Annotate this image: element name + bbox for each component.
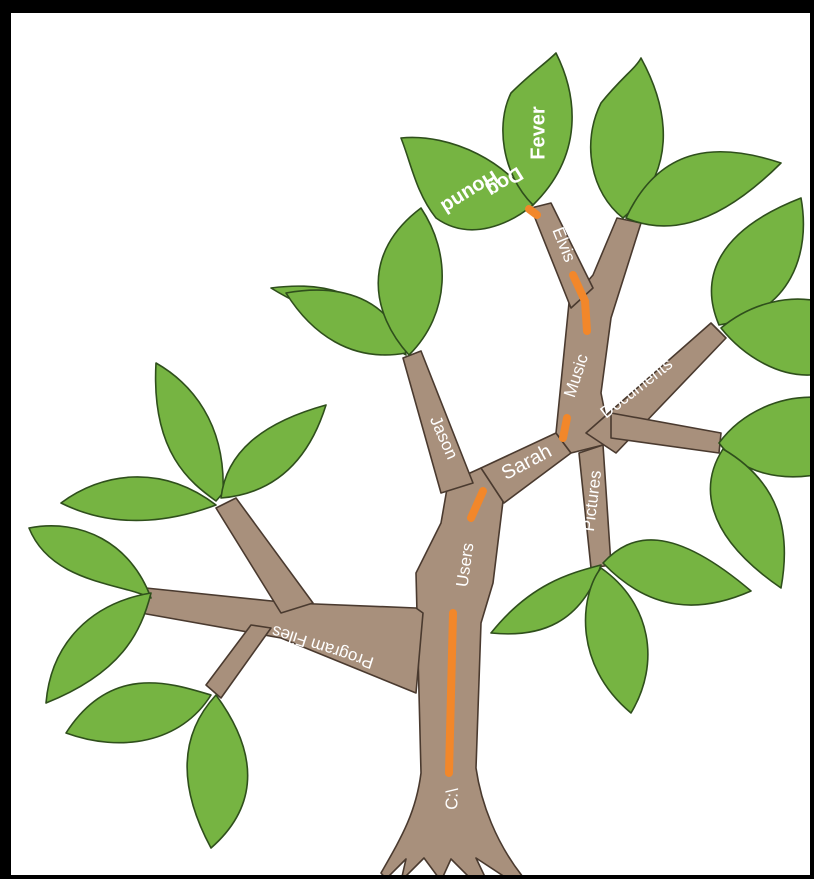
path-sarah-music: [563, 418, 567, 438]
leaf: [61, 477, 216, 521]
branch-documents-lower: [611, 413, 721, 453]
directory-tree-diagram: C:\ Users Program Files Jason Sarah Musi…: [11, 13, 814, 879]
leaf: [491, 565, 601, 634]
label-fever: Fever: [527, 106, 549, 160]
path-root-users: [449, 613, 453, 773]
leaf: [187, 695, 248, 848]
path-elvis-hound: [529, 209, 537, 215]
leaf: [29, 526, 151, 598]
leaf: [221, 405, 326, 498]
leaf: [66, 683, 211, 743]
branch-program-files-upper: [216, 498, 313, 613]
branch-program-files-lower: [206, 625, 271, 698]
label-root: C:\: [442, 788, 462, 811]
